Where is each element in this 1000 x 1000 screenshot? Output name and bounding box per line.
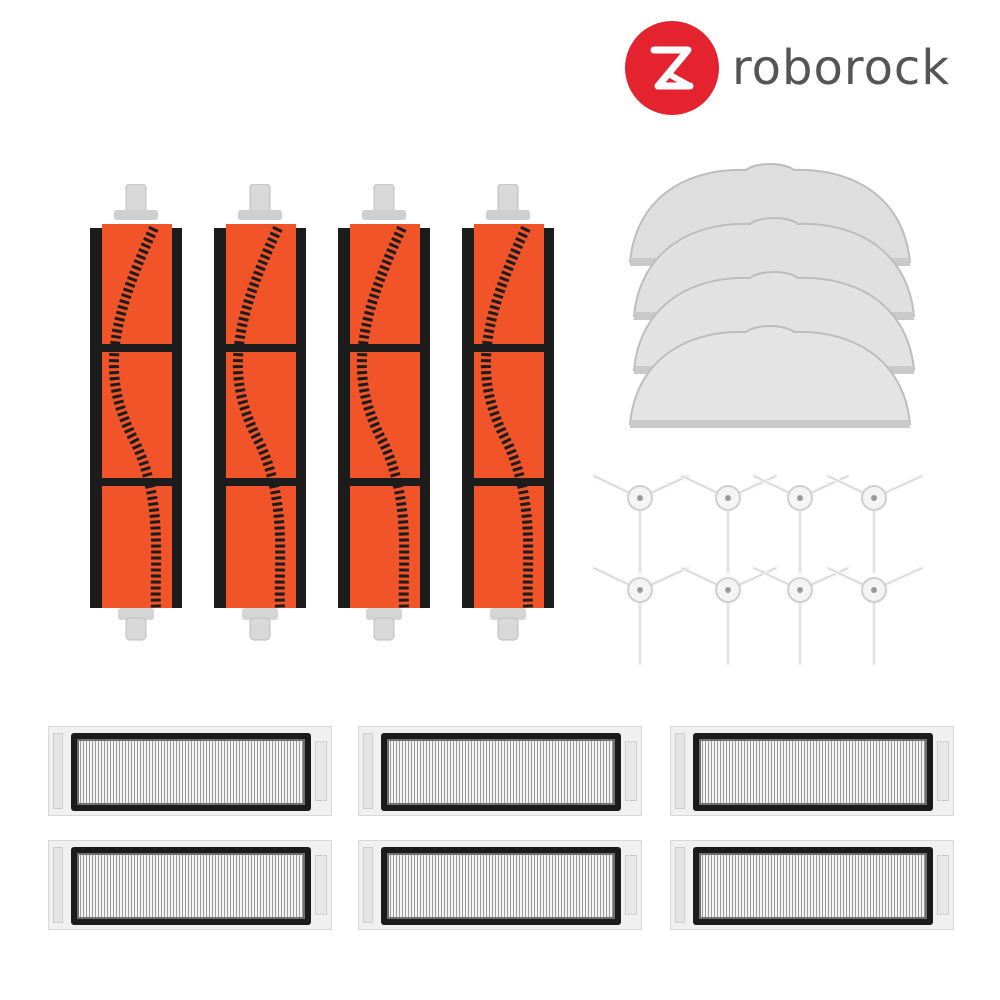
filter-tab xyxy=(315,855,327,915)
filter-tab xyxy=(53,733,63,809)
filter-mesh xyxy=(699,739,927,805)
side-brush xyxy=(822,468,926,580)
side-brush-illustration xyxy=(680,474,778,574)
side-brush-illustration xyxy=(752,566,850,666)
brand-wordmark: roborock xyxy=(732,40,951,96)
hepa-filter xyxy=(48,726,332,816)
hepa-filter xyxy=(670,840,954,930)
side-brush xyxy=(748,560,852,672)
main-brush xyxy=(332,184,436,644)
main-brush xyxy=(208,184,312,644)
filter-tab xyxy=(625,741,637,801)
filter-mesh xyxy=(387,853,615,919)
filter-tab xyxy=(675,733,685,809)
main-brush-illustration xyxy=(338,184,430,641)
filter-tab xyxy=(363,847,373,923)
side-brush-illustration xyxy=(592,474,690,574)
roborock-logo-icon xyxy=(625,21,719,115)
mop-pad xyxy=(626,320,914,436)
side-brush-illustration xyxy=(592,566,690,666)
side-brush-illustration xyxy=(826,474,924,574)
main-brush-illustration xyxy=(214,184,306,641)
hepa-filter xyxy=(358,840,642,930)
side-brush-illustration xyxy=(680,566,778,666)
filter-tab xyxy=(53,847,63,923)
filter-tab xyxy=(937,741,949,801)
hepa-filter xyxy=(670,726,954,816)
side-brush xyxy=(676,560,780,672)
filter-mesh xyxy=(699,853,927,919)
side-brush-illustration xyxy=(752,474,850,574)
filter-mesh xyxy=(387,739,615,805)
hepa-filter xyxy=(358,726,642,816)
filter-tab xyxy=(675,847,685,923)
main-brush xyxy=(456,184,560,644)
side-brush xyxy=(676,468,780,580)
brand-logo: roborock xyxy=(624,20,994,116)
main-brush-illustration xyxy=(462,184,554,641)
filter-tab xyxy=(937,855,949,915)
side-brush xyxy=(822,560,926,672)
mop-pad-illustration xyxy=(628,325,912,428)
side-brush-illustration xyxy=(826,566,924,666)
filter-tab xyxy=(625,855,637,915)
filter-tab xyxy=(363,733,373,809)
hepa-filter xyxy=(48,840,332,930)
filter-mesh xyxy=(77,853,305,919)
side-brush xyxy=(588,468,692,580)
side-brush xyxy=(588,560,692,672)
main-brush xyxy=(84,184,188,644)
filter-mesh xyxy=(77,739,305,805)
main-brush-illustration xyxy=(90,184,182,641)
side-brush xyxy=(748,468,852,580)
filter-tab xyxy=(315,741,327,801)
